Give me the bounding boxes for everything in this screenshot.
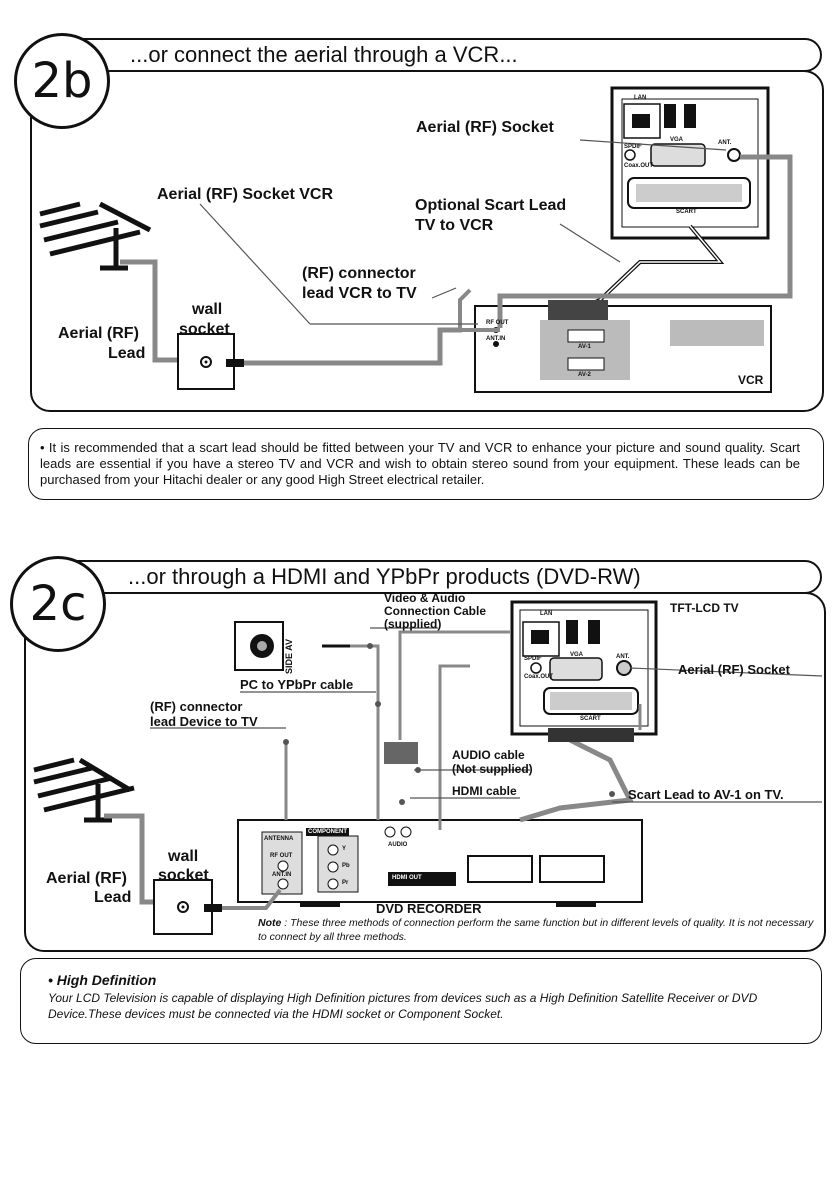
aerial-antenna-icon [39,201,152,271]
scart-lead-2c [519,737,634,823]
vcr-ant-in-label: ANT.IN [486,336,506,342]
aerial-rf-socket-vcr-label: Aerial (RF) Socket VCR [157,186,334,203]
tv2-coax-label: Coax.OUT [524,674,554,680]
vcr-label: VCR [738,373,764,387]
tv-vga-label: VGA [670,137,684,143]
tv2-vga-label: VGA [570,652,584,658]
vcr-av1-label: AV-1 [578,344,591,350]
tv2-scart-label: SCART [580,716,601,722]
section-2c-badge: 2c [10,556,106,652]
dvd-audio-label: AUDIO [388,842,408,848]
section-2b-badge: 2b [14,33,110,129]
tv2-spdif-label: SPDIF [524,656,542,662]
connection-note-text: : These three methods of connection perf… [258,917,814,943]
tv2-lan-label: LAN [540,611,553,617]
note-2b-text: • It is recommended that a scart lead sh… [40,440,800,487]
side-av-label: SIDE AV [284,638,295,675]
rf-lead-vcr-to-tv [458,288,500,332]
aerial-lead-2c-label-1: Aerial (RF) [46,870,127,887]
dvd-recorder-label: DVD RECORDER [376,901,482,916]
scart-lead-av1-label: Scart Lead to AV-1 on TV. [628,787,784,802]
video-audio-cable-label-1: Video & Audio [384,591,466,605]
aerial-lead-label-1: Aerial (RF) [58,325,139,342]
tv2-ant-label: ANT. [616,654,630,660]
dvd-rf-out-label: RF OUT [270,853,293,859]
video-audio-cable-label-3: (supplied) [384,617,442,631]
aerial-rf-socket-label: Aerial (RF) Socket [416,119,554,136]
note-2b-box [28,428,824,500]
tft-lcd-tv-label: TFT-LCD TV [670,601,739,615]
high-definition-title: • High Definition [48,972,157,988]
video-audio-cable-label-2: Connection Cable [384,604,487,618]
audio-cable-label-2: (Not supplied) [452,762,533,776]
rf-connector-label-2c-1: (RF) connector [150,699,243,714]
dvd-pb-label: Pb [342,863,350,869]
tv-ant-label: ANT. [718,140,732,146]
wall-socket-2c-label-2: socket [158,867,209,884]
connection-note-label: Note [258,917,282,929]
section-2c-header [58,560,822,594]
vcr-av2-label: AV-2 [578,372,591,378]
rf-connector-label-2: lead VCR to TV [302,285,417,302]
pc-to-ypbpr-label: PC to YPbPr cable [240,677,354,692]
optional-scart-lead-label-1: Optional Scart Lead [415,197,567,214]
high-definition-text: Your LCD Television is capable of displa… [48,991,758,1021]
wall-socket-label-2: socket [179,321,230,338]
aerial-antenna-icon-2c [33,757,135,823]
dvd-connection-diagram [33,600,823,935]
dvd-y-label: Y [342,846,347,852]
rf-connector-label-2c-2: lead Device to TV [150,714,258,729]
dvd-antenna-label: ANTENNA [264,836,294,842]
dvd-ant-in-label: ANT.IN [272,872,292,878]
aerial-cable [120,259,180,363]
tv-spdif-label: SPDIF [624,144,642,150]
tv-coax-label: Coax.OUT [624,163,654,169]
aerial-lead-label-2: Lead [108,345,146,362]
rf-connector-label-1: (RF) connector [302,265,416,282]
aerial-rf-socket-label-2c: Aerial (RF) Socket [678,662,790,677]
aerial-lead-2c-label-2: Lead [94,889,132,906]
connection-note: Note : These three methods of connection… [258,916,818,944]
vcr-rf-out-label: RF OUT [486,320,509,326]
note-2c-box [20,958,822,1044]
hdmi-cable-label: HDMI cable [452,784,517,798]
vcr-connection-diagram [39,86,793,393]
wall-socket-label-1: wall [192,301,223,318]
section-2b-header [60,38,822,72]
dvd-hdmi-out-label: HDMI OUT [392,875,422,881]
optional-scart-lead-label-2: TV to VCR [415,217,494,234]
dvd-component-label: COMPONENT [306,828,349,836]
audio-cable-label-1: AUDIO cable [452,748,525,762]
section-2b-heading: ...or connect the aerial through a VCR..… [130,42,518,67]
wall-socket-2c-label-1: wall [168,848,199,865]
tv-lan-label: LAN [634,95,647,101]
section-2c-heading: ...or through a HDMI and YPbPr products … [128,564,641,589]
dvd-pr-label: Pr [342,880,349,886]
tv-scart-label: SCART [676,209,697,215]
